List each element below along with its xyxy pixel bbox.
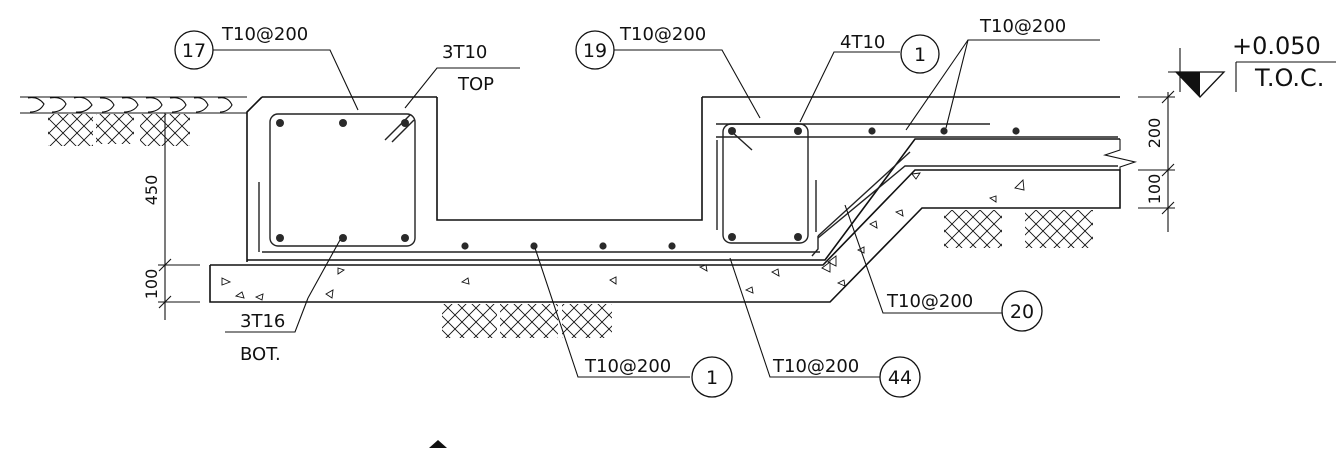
bottom-slab-bars	[461, 242, 676, 250]
bubble-44: 44	[879, 356, 921, 398]
label-3t16: 3T16	[240, 311, 285, 332]
left-beam-stirrup	[258, 113, 820, 253]
level-value: +0.050	[1232, 32, 1321, 60]
soil-hatch-right	[944, 210, 1093, 248]
dim-450: 450	[142, 175, 161, 206]
label-t10-200-bottom-44: T10@200	[772, 356, 859, 377]
existing-paving	[20, 96, 247, 114]
bubble-20: 20	[1001, 290, 1043, 332]
label-bot: BOT.	[240, 344, 281, 365]
leaders	[212, 39, 1100, 378]
svg-text:44: 44	[888, 367, 912, 389]
aggregate-marks	[221, 172, 1025, 301]
label-t10-200-top-left: T10@200	[221, 24, 308, 45]
left-beam-bars	[276, 119, 409, 242]
svg-text:17: 17	[182, 40, 206, 62]
label-t10-200-bottom-1: T10@200	[584, 356, 671, 377]
bubble-17: 17	[174, 30, 214, 70]
dim-200: 200	[1145, 118, 1164, 149]
concrete-outline	[246, 96, 1138, 262]
right-beam-stirrup	[716, 123, 911, 257]
dimension-right	[1138, 90, 1175, 232]
svg-text:1: 1	[706, 367, 718, 389]
svg-text:1: 1	[914, 44, 926, 66]
label-t10-200-slope: T10@200	[886, 291, 973, 312]
dim-100-left: 100	[142, 269, 161, 300]
soil-hatch-left	[48, 114, 190, 146]
bubble-1-top: 1	[900, 34, 940, 74]
bubble-19: 19	[575, 30, 615, 70]
dim-100-right: 100	[1145, 174, 1164, 205]
bubble-1-bottom: 1	[691, 356, 733, 398]
svg-text:19: 19	[583, 40, 607, 62]
label-4t10: 4T10	[840, 32, 885, 53]
top-slab-bars	[716, 123, 1118, 239]
arrow-mark	[429, 440, 447, 448]
right-beam-bars	[728, 127, 802, 241]
level-marker	[1168, 48, 1336, 98]
label-top: TOP	[457, 74, 494, 95]
blinding-layer	[209, 169, 1121, 303]
dimension-left	[158, 113, 200, 320]
svg-text:20: 20	[1010, 301, 1034, 323]
label-t10-200-mid: T10@200	[619, 24, 706, 45]
label-3t10: 3T10	[442, 42, 487, 63]
soil-hatch-bottom	[442, 304, 612, 338]
label-t10-200-top-right: T10@200	[979, 16, 1066, 37]
level-name: T.O.C.	[1254, 64, 1324, 92]
